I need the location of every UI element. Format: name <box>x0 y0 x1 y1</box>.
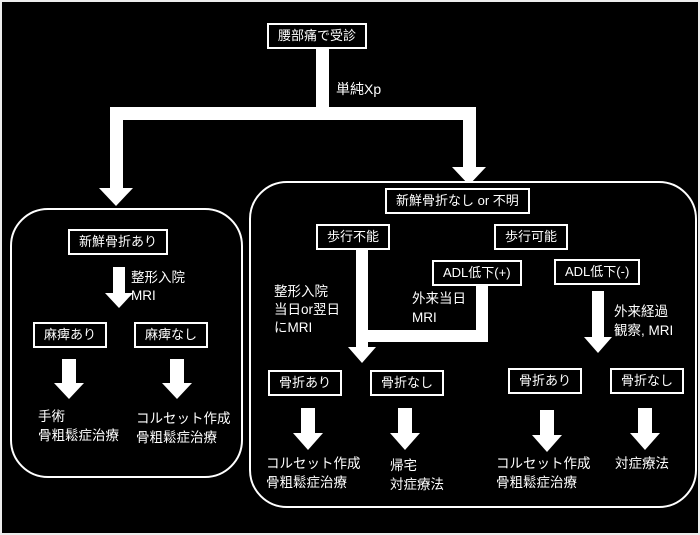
fracture-no-box-mid: 骨折なし <box>370 370 445 397</box>
right-branch-arrow-shaft <box>463 107 476 168</box>
right-fracture-yes-arrow-head <box>532 435 562 452</box>
mri-line: MRI <box>412 310 437 325</box>
walk-unable-connector-line <box>356 249 368 348</box>
mid-fracture-yes-arrow-head <box>293 433 323 450</box>
left-branch-arrow-shaft <box>110 107 123 189</box>
ortho-admission-line: 整形入院 <box>131 270 185 285</box>
corset-outcome-note-mid: コルセット作成 骨粗鬆症治療 <box>266 454 361 492</box>
walk-unable-step-note: 整形入院 当日or翌日 にMRI <box>274 283 340 337</box>
fresh-fracture-no-box: 新鮮骨折なし or 不明 <box>385 188 530 215</box>
adl-minus-arrow-head <box>584 337 612 353</box>
observation-mri-line: 観察, MRI <box>614 323 674 338</box>
mid-fracture-no-arrow-head <box>390 433 420 450</box>
ortho-admission-mri-note: 整形入院 MRI <box>131 269 185 305</box>
paralysis-yes-arrow-shaft <box>62 359 76 384</box>
outpatient-same-day-line: 外来当日 <box>412 291 466 306</box>
walk-able-box: 歩行可能 <box>494 224 569 251</box>
paralysis-no-arrow-head <box>162 383 192 399</box>
paralysis-yes-box: 麻痺あり <box>33 322 108 349</box>
fracture-yes-box-right: 骨折あり <box>508 368 583 395</box>
merge-arrow-head <box>348 347 376 363</box>
fresh-fracture-yes-label: 新鮮骨折あり <box>79 234 158 249</box>
left-admission-arrow-shaft <box>113 267 125 294</box>
mid-fracture-no-arrow-shaft <box>398 408 412 434</box>
fracture-no-label: 骨折なし <box>621 373 674 388</box>
adl-decline-minus-label: ADL低下(-) <box>565 264 630 279</box>
paralysis-no-label: 麻痺なし <box>145 327 198 342</box>
fracture-yes-label: 骨折あり <box>279 375 332 390</box>
osteoporosis-treatment-line: 骨粗鬆症治療 <box>496 475 577 490</box>
walk-unable-label: 歩行不能 <box>327 229 380 244</box>
corset-outcome-note-right: コルセット作成 骨粗鬆症治療 <box>496 454 591 492</box>
fresh-fracture-no-label: 新鮮骨折なし or 不明 <box>396 193 519 208</box>
adl-decline-minus-box: ADL低下(-) <box>554 259 641 286</box>
right-fracture-no-arrow-head <box>630 433 660 450</box>
mri-line: MRI <box>131 288 156 303</box>
walk-unable-box: 歩行不能 <box>316 224 391 251</box>
corset-line: コルセット作成 <box>266 456 361 471</box>
root-lumbar-pain-box: 腰部痛で受診 <box>267 23 368 50</box>
return-home-line: 帰宅 <box>390 458 417 473</box>
paralysis-yes-label: 麻痺あり <box>44 327 97 342</box>
merge-horizontal-line <box>356 330 488 342</box>
fresh-fracture-yes-box: 新鮮骨折あり <box>68 229 169 256</box>
corset-line: コルセット作成 <box>496 456 591 471</box>
osteoporosis-treatment-line: 骨粗鬆症治療 <box>38 428 119 443</box>
right-fracture-yes-arrow-shaft <box>540 410 554 436</box>
split-bar-line <box>110 107 476 120</box>
left-admission-arrow-head <box>105 293 133 308</box>
right-branch-arrow-head <box>452 167 486 185</box>
left-branch-arrow-head <box>99 188 133 206</box>
fracture-yes-box-mid: 骨折あり <box>268 370 343 397</box>
outpatient-followup-line: 外来経過 <box>614 304 668 319</box>
symptomatic-therapy-line: 対症療法 <box>390 477 444 492</box>
xray-label: 単純Xp <box>336 81 382 97</box>
adl-minus-step-note: 外来経過 観察, MRI <box>614 302 673 340</box>
paralysis-no-arrow-shaft <box>170 359 184 384</box>
paralysis-yes-arrow-head <box>54 383 84 399</box>
corset-outcome-note-left: コルセット作成 骨粗鬆症治療 <box>136 409 231 447</box>
walk-able-label: 歩行可能 <box>505 229 558 244</box>
mri-line: にMRI <box>274 320 313 335</box>
adl-decline-plus-label: ADL低下(+) <box>443 265 511 280</box>
surgery-line: 手術 <box>38 409 65 424</box>
adl-plus-connector-line <box>476 285 488 342</box>
same-or-next-day-line: 当日or翌日 <box>274 302 341 317</box>
root-lumbar-pain-label: 腰部痛で受診 <box>278 28 357 43</box>
osteoporosis-treatment-line: 骨粗鬆症治療 <box>136 430 217 445</box>
corset-line: コルセット作成 <box>136 411 231 426</box>
fracture-yes-label: 骨折あり <box>519 373 572 388</box>
root-stem-line <box>316 49 329 109</box>
adl-minus-arrow-shaft <box>592 291 604 338</box>
home-outcome-note: 帰宅 対症療法 <box>390 456 444 494</box>
paralysis-no-box: 麻痺なし <box>134 322 209 349</box>
fracture-no-label: 骨折なし <box>381 375 434 390</box>
fracture-no-box-right: 骨折なし <box>610 368 685 395</box>
osteoporosis-treatment-line: 骨粗鬆症治療 <box>266 475 347 490</box>
surgery-outcome-note: 手術 骨粗鬆症治療 <box>38 407 119 445</box>
adl-decline-plus-box: ADL低下(+) <box>432 260 522 287</box>
adl-plus-step-note: 外来当日 MRI <box>412 289 466 327</box>
symptomatic-outcome-note: 対症療法 <box>615 456 669 471</box>
mid-fracture-yes-arrow-shaft <box>301 408 315 434</box>
ortho-admission-line: 整形入院 <box>274 284 328 299</box>
right-fracture-no-arrow-shaft <box>638 408 652 434</box>
